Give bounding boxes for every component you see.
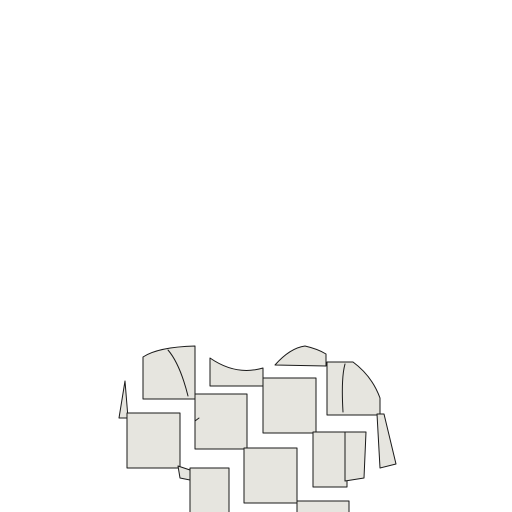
pattern-piece-center-square-a-notch xyxy=(194,417,200,422)
pattern-piece-right-edge-tall xyxy=(376,413,397,469)
pattern-piece-center-square-b xyxy=(262,377,317,434)
pattern-piece-bottom-right-square xyxy=(296,500,350,512)
pattern-piece-top-left-seam xyxy=(167,349,189,397)
pattern-piece-bottom-center-square xyxy=(243,447,298,504)
pattern-piece-lower-right-b xyxy=(344,431,367,482)
pattern-piece-lower-right-a xyxy=(312,431,348,488)
pattern-piece-top-center-curved xyxy=(209,357,264,387)
pattern-piece-bottom-left-square xyxy=(189,467,230,512)
pattern-piece-top-right-wedge xyxy=(274,345,327,367)
pattern-piece-right-sleeve xyxy=(326,361,381,416)
pattern-piece-center-square-a xyxy=(194,393,248,450)
pattern-piece-left-square xyxy=(126,412,181,469)
pattern-piece-bottom-left-small xyxy=(177,465,191,481)
pattern-piece-right-sleeve-seam xyxy=(341,363,346,413)
pattern-piece-left-sliver xyxy=(118,380,129,419)
pattern-piece-top-left-arched xyxy=(142,345,196,400)
